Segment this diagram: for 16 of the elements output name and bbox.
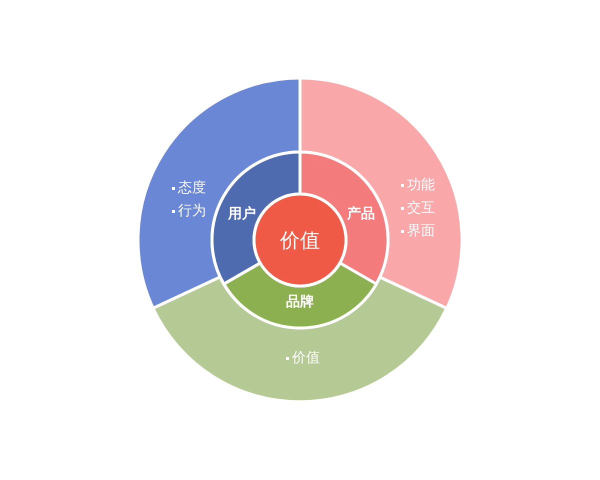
inner-ring-segment bbox=[300, 152, 388, 284]
list-item: 交互 bbox=[401, 201, 435, 215]
segment-label: 品牌 bbox=[286, 295, 314, 309]
outer-ring-segment bbox=[300, 78, 462, 308]
center-label: 价值 bbox=[280, 230, 320, 250]
outer-ring-segment bbox=[153, 277, 447, 402]
list-item: 界面 bbox=[401, 224, 435, 238]
segment-label: 用户 bbox=[228, 207, 256, 221]
inner-ring-segment bbox=[224, 263, 376, 328]
outer-ring-segment bbox=[138, 78, 300, 308]
list-item: 功能 bbox=[401, 178, 435, 192]
list-item: 价值 bbox=[286, 350, 320, 365]
list-item: 态度 bbox=[172, 181, 206, 195]
center-circle bbox=[254, 194, 346, 286]
list-item: 行为 bbox=[172, 204, 206, 218]
segment-label: 产品 bbox=[347, 207, 375, 221]
